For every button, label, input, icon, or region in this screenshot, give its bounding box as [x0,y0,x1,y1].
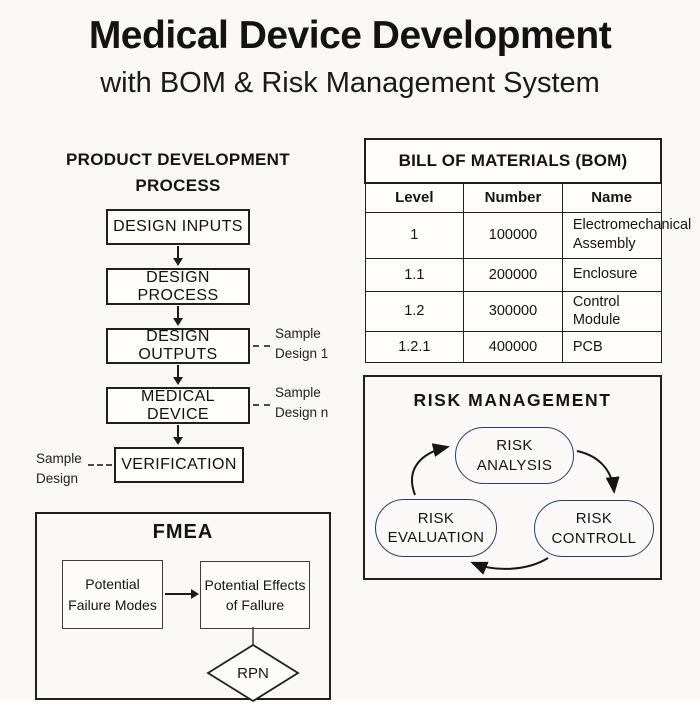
flow-box-design-outputs: DESIGN OUTPUTS [106,328,250,364]
risk-node-label: RISK ANALYSIS [476,437,553,474]
bom-title: BILL OF MATERIALS (BOM) [364,138,662,184]
bom-row: 1 100000 Electromechanical Assembly [364,211,691,259]
flow-box-verification: VERIFICATION [114,447,244,483]
bom-cell-level: 1.2.1 [364,331,465,364]
flow-box-label: VERIFICATION [121,456,237,473]
bom-cell-level: 1.2 [364,290,465,333]
risk-node-label: RISK CONTROLL [551,510,637,547]
bom-table: BILL OF MATERIALS (BOM) Level Number Nam… [364,138,691,364]
flow-arrow-down [172,365,184,385]
bom-col-number: Number [463,182,563,213]
bom-cell-name: Enclosure [561,257,662,292]
dashed-connector [253,345,270,347]
bom-cell-number: 100000 [463,211,563,259]
flow-box-design-inputs: DESIGN INPUTS [106,209,250,245]
fmea-title: FMEA [152,521,214,543]
flow-box-label: DESIGN INPUTS [113,218,243,235]
bom-cell-name: PCB [561,331,662,364]
flow-arrow-down [172,246,184,266]
fmea-arrow-right [165,589,199,599]
dashed-connector [253,404,270,406]
bom-cell-number: 300000 [463,290,563,333]
flow-box-label: MEDICAL DEVICE [141,387,215,423]
fmea-panel: FMEA Potential Failure Modes Potential E… [35,512,331,700]
bom-header-row: Level Number Name [364,182,662,213]
bom-row: 1.2 300000 Control Module [364,290,662,333]
risk-title: RISK MANAGEMENT [413,390,612,410]
process-heading: PRODUCT DEVELOPMENT PROCESS [66,150,290,196]
fmea-box-effects: Potential Effects of Fallure [200,561,310,629]
risk-management-panel: RISK MANAGEMENT RISK ANALYSIS RISK CONTR… [363,375,662,580]
fmea-box-label: Potential Effects of Fallure [204,576,306,613]
risk-node-evaluation: RISK EVALUATION [375,499,497,557]
page-subtitle: with BOM & Risk Management System [100,67,600,99]
risk-node-analysis: RISK ANALYSIS [455,427,574,484]
risk-cycle-arrows [411,443,620,575]
risk-node-label: RISK EVALUATION [387,509,485,547]
flow-box-medical-device: MEDICAL DEVICE [106,387,250,424]
bom-row: 1.1 200000 Enclosure [364,257,662,292]
bom-cell-level: 1 [364,211,465,259]
fmea-box-label: Potential Failure Modes [68,576,157,613]
fmea-box-failure-modes: Potential Failure Modes [62,560,163,629]
bom-col-name: Name [561,182,662,213]
bom-cell-name: Control Module [561,290,662,333]
annotation-sample-design: Sample Design [36,451,82,486]
bom-cell-level: 1.1 [364,257,465,292]
bom-cell-name: Electromechanical Assembly [561,211,691,259]
flow-box-design-process: DESIGN PROCESS [106,268,250,305]
page-title: Medical Device Development [88,14,612,57]
annotation-sample-design-n: Sample Design n [275,385,329,420]
rpn-diamond: RPN [206,627,300,703]
bom-col-level: Level [364,182,465,213]
bom-row: 1.2.1 400000 PCB [364,331,662,364]
flow-arrow-down [172,425,184,445]
rpn-label: RPN [237,665,269,682]
dashed-connector [88,464,112,466]
annotation-sample-design-1: Sample Design 1 [275,326,329,361]
flow-box-label: DESIGN OUTPUTS [138,328,218,363]
bom-cell-number: 200000 [463,257,563,292]
flow-arrow-down [172,306,184,326]
flow-box-label: DESIGN PROCESS [137,268,219,304]
bom-cell-number: 400000 [463,331,563,364]
risk-node-controll: RISK CONTROLL [534,500,654,557]
